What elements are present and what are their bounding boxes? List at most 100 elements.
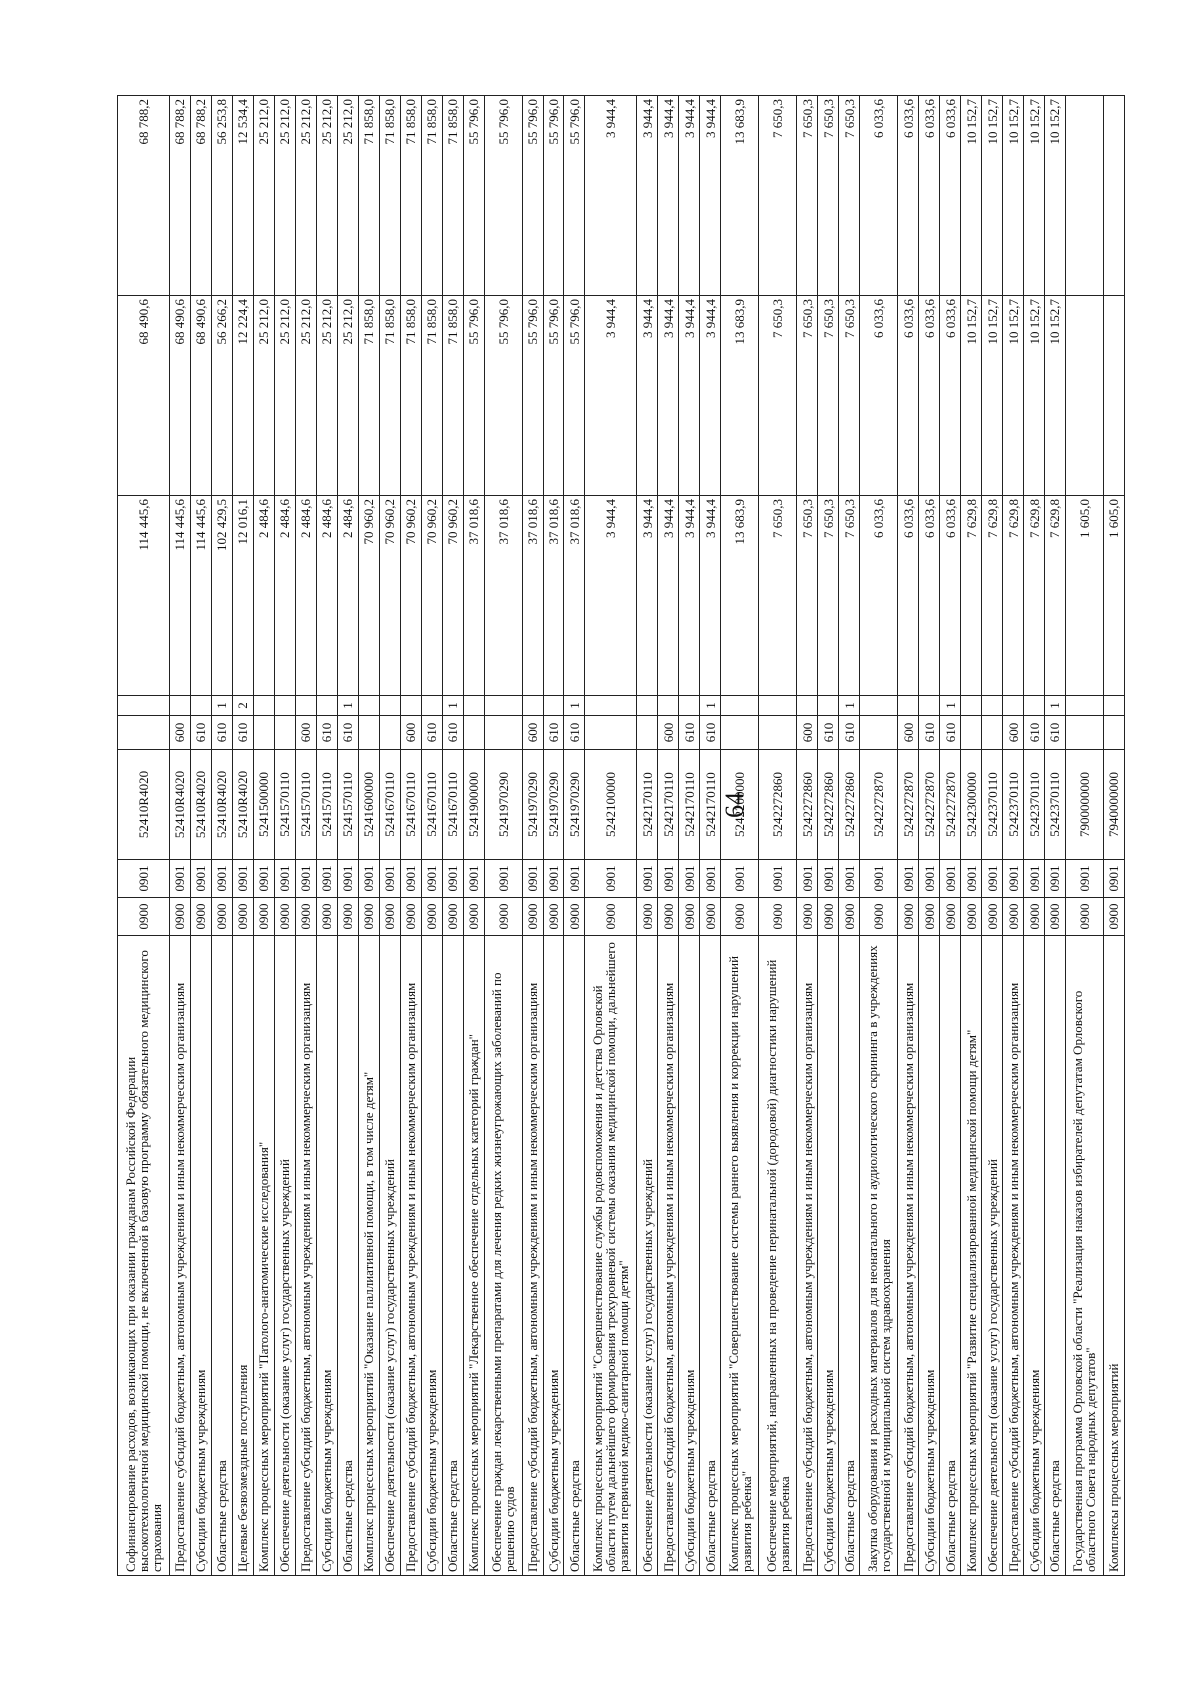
cell-value-2: 55 796,0 [463,295,485,496]
cell-section-code: 0901 [442,859,464,898]
cell-name: Областные средства [211,935,233,1576]
cell-value-3: 55 796,0 [522,95,543,296]
cell-section-code: 0901 [1065,859,1104,898]
cell-value-3: 10 152,7 [960,95,982,296]
cell-admin-code: 0900 [897,897,919,936]
cell-value-2: 25 212,0 [253,295,275,496]
table-row: Обеспечение граждан лекарственными препа… [484,95,523,1576]
table-row: Предоставление субсидий бюджетным, автон… [400,95,422,1576]
cell-section-code: 0901 [817,859,839,898]
cell-section-code: 0901 [758,859,797,898]
table-row: Предоставление субсидий бюджетным, автон… [295,95,317,1576]
cell-funding-flag [1002,695,1024,716]
cell-admin-code: 0900 [463,897,485,936]
cell-value-1: 2 484,6 [295,495,317,696]
cell-expense-type [117,715,170,750]
cell-name: Предоставление субсидий бюджетным, автон… [400,935,422,1576]
cell-value-3: 7 650,3 [796,95,818,296]
cell-target-article: 5241970290 [522,749,543,860]
cell-funding-flag [522,695,543,716]
cell-value-3: 3 944,4 [636,95,658,296]
table-body: Софинансирование расходов, возникающих п… [117,95,1125,1576]
cell-value-2: 55 796,0 [522,295,543,496]
cell-admin-code: 0900 [522,897,543,936]
cell-expense-type: 610 [211,715,233,750]
cell-admin-code: 0900 [358,897,380,936]
cell-name: Комплексы процессных мероприятий [1103,935,1125,1576]
cell-section-code: 0901 [232,859,254,898]
cell-value-2: 71 858,0 [442,295,464,496]
cell-name: Областные средства [838,935,860,1576]
table-row: Предоставление субсидий бюджетным, автон… [169,95,191,1576]
cell-name: Областные средства [1044,935,1066,1576]
cell-funding-flag: 1 [1044,695,1066,716]
cell-expense-type: 610 [337,715,359,750]
cell-name: Обеспечение мероприятий, направленных на… [758,935,797,1576]
cell-funding-flag [295,695,317,716]
cell-name: Областные средства [442,935,464,1576]
cell-name: Субсидии бюджетным учреждениям [817,935,839,1576]
cell-expense-type: 600 [400,715,422,750]
cell-target-article: 5241500000 [253,749,275,860]
cell-section-code: 0901 [859,859,898,898]
cell-target-article: 5242370110 [1002,749,1024,860]
cell-value-3: 68 788,2 [169,95,191,296]
cell-value-2: 7 650,3 [838,295,860,496]
cell-admin-code: 0900 [1044,897,1066,936]
cell-name: Предоставление субсидий бюджетным, автон… [295,935,317,1576]
cell-expense-type: 610 [421,715,443,750]
table-row: Обеспечение мероприятий, направленных на… [758,95,797,1576]
cell-section-code: 0901 [253,859,275,898]
cell-admin-code: 0900 [484,897,523,936]
cell-value-3: 25 212,0 [316,95,338,296]
cell-value-2: 68 490,6 [190,295,212,496]
cell-name: Государственная программа Орловской обла… [1065,935,1104,1576]
cell-section-code: 0901 [337,859,359,898]
cell-expense-type: 610 [543,715,564,750]
cell-funding-flag [897,695,919,716]
cell-target-article: 52410R4020 [117,749,170,860]
cell-target-article: 5241570110 [337,749,359,860]
cell-value-3: 71 858,0 [358,95,380,296]
cell-value-3: 12 534,4 [232,95,254,296]
cell-admin-code: 0900 [1065,897,1104,936]
cell-name: Субсидии бюджетным учреждениям [190,935,212,1576]
cell-value-2: 3 944,4 [636,295,658,496]
cell-value-1: 7 650,3 [758,495,797,696]
cell-expense-type [358,715,380,750]
cell-value-1: 7 629,8 [1044,495,1066,696]
cell-expense-type [720,715,759,750]
cell-expense-type: 600 [796,715,818,750]
cell-expense-type [981,715,1003,750]
cell-value-1: 2 484,6 [337,495,359,696]
cell-value-2: 12 224,4 [232,295,254,496]
cell-value-1: 3 944,4 [584,495,637,696]
cell-funding-flag: 1 [337,695,359,716]
cell-value-1: 7 629,8 [981,495,1003,696]
cell-admin-code: 0900 [918,897,940,936]
cell-expense-type: 610 [1044,715,1066,750]
cell-target-article: 5241970290 [484,749,523,860]
cell-expense-type: 610 [817,715,839,750]
cell-value-2: 25 212,0 [337,295,359,496]
cell-section-code: 0901 [358,859,380,898]
cell-funding-flag [859,695,898,716]
cell-value-2: 3 944,4 [699,295,721,496]
cell-target-article: 5242272870 [918,749,940,860]
cell-value-1: 1 605,0 [1065,495,1104,696]
cell-value-3: 10 152,7 [1044,95,1066,296]
cell-expense-type [1103,715,1125,750]
cell-value-2: 10 152,7 [960,295,982,496]
cell-value-2: 6 033,6 [859,295,898,496]
table-row: Софинансирование расходов, возникающих п… [117,95,170,1576]
cell-value-1: 70 960,2 [379,495,401,696]
cell-value-1: 2 484,6 [316,495,338,696]
cell-expense-type: 600 [522,715,543,750]
cell-value-3: 55 796,0 [543,95,564,296]
cell-target-article: 5241670110 [421,749,443,860]
table-row: Предоставление субсидий бюджетным, автон… [522,95,543,1576]
